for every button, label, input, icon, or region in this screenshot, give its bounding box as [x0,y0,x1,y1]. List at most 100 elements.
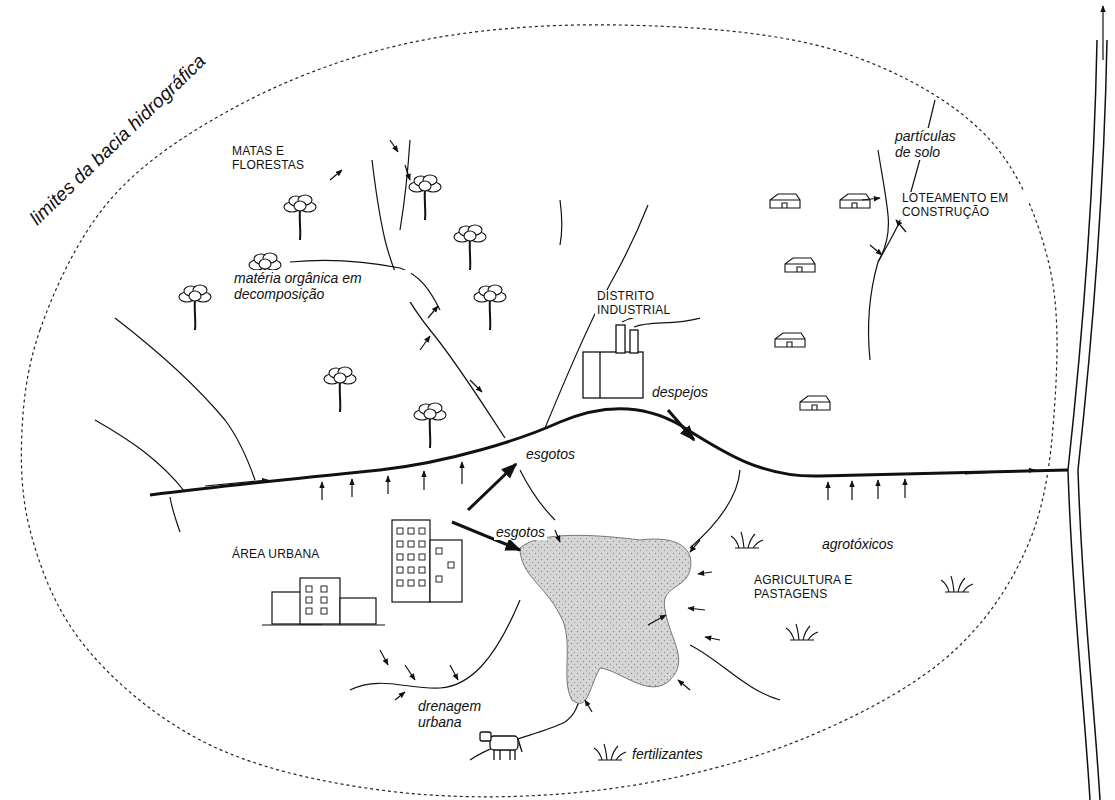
factory-chimney [630,330,638,353]
cow-leg [509,750,510,760]
house [800,396,830,410]
flow-arrow [428,306,438,318]
source-label: drenagem urbana [416,698,500,730]
tributary [560,200,562,245]
tree-trunk [424,190,427,220]
tree-crown [419,181,431,191]
window [321,586,327,592]
tree-crown [424,409,436,419]
grass-tuft [941,576,973,592]
building [300,578,340,624]
flow-arrow [405,665,415,680]
window [436,548,442,554]
tree-trunk [194,300,197,330]
river-network [95,40,1107,800]
reservoir [520,535,691,703]
window [397,554,403,560]
tree-crown [484,291,496,301]
palm-tree [179,285,211,330]
cow-head [480,732,491,741]
window [419,528,425,534]
source-label: esgotos [494,524,547,540]
flow-arrow [668,410,694,440]
flow-arrow [390,140,398,152]
pollution-arrows [205,6,1103,712]
source-label: matéria orgânica em decomposição [232,270,411,302]
flow-arrow [321,482,322,500]
flow-arrow [698,572,712,574]
tree-crown [334,373,346,383]
flow-arrow [678,680,690,690]
cow-leg [499,750,500,760]
tree-trunk [429,418,432,448]
palm-tree [414,403,446,448]
window [397,567,403,573]
palm-tree [474,285,506,330]
flow-arrow [405,165,410,180]
ground-line [262,624,385,625]
basin-boundary-line [21,25,1057,797]
tributary [690,645,780,700]
cow [480,732,522,760]
window [408,554,414,560]
window [408,528,414,534]
flow-arrow [688,608,705,610]
window [419,567,425,573]
source-label: agrotóxicos [820,536,896,552]
flow-arrow [387,476,388,494]
flow-arrow [450,665,458,680]
tree-trunk [299,210,302,240]
flow-arrow [965,470,1035,474]
flow-arrow [351,479,352,497]
flow-arrow [877,480,878,499]
area-label: DISTRITO INDUSTRIAL [595,290,699,318]
palm-tree [324,367,356,412]
area-label: MATAS E FLORESTAS [230,145,334,173]
tree-trunk [469,240,472,270]
house [785,258,815,272]
building [430,540,462,602]
flow-arrow [870,245,882,255]
source-label: despejos [650,384,710,400]
tree-crown [464,231,476,241]
window [306,608,312,614]
source-label: partículas de solo [893,128,977,160]
tributary [520,470,555,520]
window [419,541,425,547]
flow-arrow [862,198,880,200]
factory-wall [599,352,600,398]
flow-arrow [395,692,405,700]
basin-boundary [21,25,1057,797]
flow-arrow [423,471,424,490]
flow-arrow [648,615,666,625]
area-label: ÁREA URBANA [230,548,322,562]
house [775,333,805,347]
window [408,567,414,573]
grass-tuft [786,624,818,640]
flow-arrow [468,464,516,510]
flow-arrow [896,220,906,232]
cow-leg [514,750,515,760]
window [436,576,442,582]
tree-crown [259,259,271,269]
cow-tail [518,739,522,752]
house [840,194,870,208]
window [397,541,403,547]
tributary [868,262,878,360]
window [321,608,327,614]
urban-buildings [262,520,462,625]
tributary [690,470,740,548]
palm-tree [284,195,316,240]
palm-tree [454,225,486,270]
window [408,580,414,586]
window [408,541,414,547]
flow-arrow [380,650,388,665]
tributary [95,420,185,492]
flow-arrow [851,481,852,500]
boundary-label: limites da bacia hidrográfica [24,49,211,231]
flow-arrow [470,380,482,392]
cow-body [490,736,518,750]
window [448,562,454,568]
flow-arrow [1102,6,1103,60]
